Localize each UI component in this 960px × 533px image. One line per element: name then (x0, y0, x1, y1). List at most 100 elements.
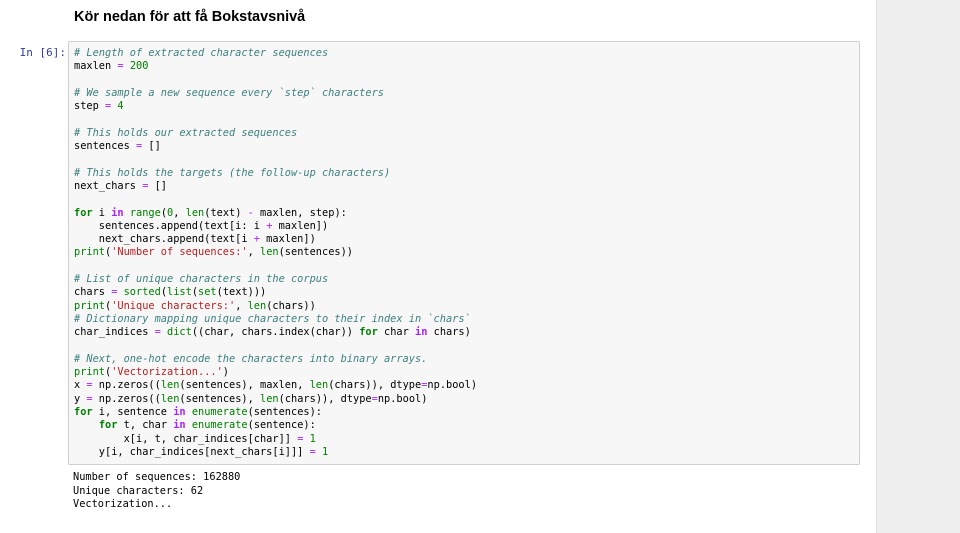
code-token: sentences (74, 140, 136, 153)
code-token: in (173, 419, 186, 432)
code-token: sorted (123, 286, 161, 299)
code-token: len (160, 392, 180, 405)
code-token: next_chars.append(text[i (74, 233, 254, 246)
code-token: , (247, 246, 260, 259)
code-token: - (247, 206, 254, 219)
output-line: Unique characters: 62 (73, 484, 204, 497)
code-token: = (86, 392, 93, 405)
code-line: maxlen = 200 (74, 60, 477, 73)
code-token: = (136, 140, 143, 153)
code-token: print (74, 299, 105, 312)
code-token: x (74, 379, 87, 392)
code-token: i (92, 206, 112, 219)
code-token: for (98, 419, 118, 432)
code-token: = (371, 392, 378, 405)
code-token: len (185, 206, 205, 219)
markdown-heading: Kör nedan för att få Bokstavsnivå (74, 9, 306, 25)
code-token: ( (160, 206, 168, 219)
code-token: 'Unique characters:' (111, 299, 236, 312)
code-token: i, sentence (92, 406, 174, 419)
code-line: for i, sentence in enumerate(sentences): (74, 406, 477, 419)
code-token: maxlen, step): (253, 206, 347, 219)
code-token: sentences.append(text[i: i (74, 219, 267, 232)
code-line: # Next, one-hot encode the characters in… (74, 353, 477, 366)
code-line: # Dictionary mapping unique characters t… (74, 313, 477, 326)
code-token: + (266, 219, 273, 232)
code-token: ( (160, 286, 168, 299)
code-token: = (111, 286, 118, 299)
code-line: for i in range(0, len(text) - maxlen, st… (74, 207, 477, 220)
code-token: # Length of extracted character sequence… (74, 47, 329, 59)
code-token: maxlen (74, 60, 118, 73)
code-line: chars = sorted(list(set(text))) (74, 286, 477, 299)
code-token: = (142, 179, 149, 192)
code-token: (text) (204, 206, 248, 219)
code-token: in (173, 406, 186, 419)
code-line: for t, char in enumerate(sentence): (74, 419, 477, 432)
code-cell-input[interactable]: # Length of extracted character sequence… (68, 41, 860, 465)
code-token: x[i, t, char_indices[char]] (74, 432, 298, 445)
code-token: list (167, 286, 192, 299)
code-token: enumerate (191, 406, 248, 419)
code-token: ( (105, 246, 112, 259)
code-line: # This holds our extracted sequences (74, 127, 477, 140)
code-token: # This holds the targets (the follow-up … (74, 166, 391, 179)
code-line: step = 4 (74, 100, 477, 113)
code-token: chars (74, 286, 112, 299)
code-token: t, char (117, 419, 174, 432)
code-token (74, 419, 99, 431)
code-token: for (74, 206, 93, 219)
code-token: print (74, 246, 105, 259)
code-editor[interactable]: # Length of extracted character sequence… (74, 47, 477, 459)
code-token: , (173, 206, 186, 219)
code-token: for (359, 326, 378, 339)
code-token: = (309, 445, 316, 458)
code-token: (sentences), maxlen, (179, 379, 310, 392)
code-token: len (260, 392, 279, 405)
code-token: + (253, 233, 260, 246)
code-token: y[i, char_indices[next_chars[i]]] (74, 445, 310, 458)
code-token: # Dictionary mapping unique characters t… (74, 312, 471, 325)
code-line: sentences = [] (74, 140, 477, 153)
code-line (74, 340, 477, 353)
code-token: = (105, 100, 112, 113)
code-line: x = np.zeros((len(sentences), maxlen, le… (74, 379, 477, 392)
code-line: next_chars.append(text[i + maxlen]) (74, 233, 477, 246)
code-token: np.bool) (377, 392, 428, 405)
code-token: 'Number of sequences:' (111, 246, 248, 259)
code-line (74, 113, 477, 126)
code-line: print('Unique characters:', len(chars)) (74, 300, 477, 313)
code-token: maxlen]) (259, 233, 316, 246)
code-token: ( (105, 366, 112, 379)
code-line: # List of unique characters in the corpu… (74, 273, 477, 286)
code-token: (chars)) (266, 299, 316, 312)
code-token: enumerate (191, 419, 248, 432)
code-token: ) (222, 366, 229, 379)
code-token: = (421, 379, 428, 392)
code-token: (sentences)) (278, 246, 354, 259)
code-line: y[i, char_indices[next_chars[i]]] = 1 (74, 446, 477, 459)
code-token: y (74, 392, 87, 405)
code-token: (chars)), dtype (328, 379, 422, 392)
code-line: # Length of extracted character sequence… (74, 47, 477, 60)
code-line: # This holds the targets (the follow-up … (74, 167, 477, 180)
code-token: 200 (129, 60, 149, 73)
code-token: np.zeros(( (92, 392, 161, 405)
code-token: # We sample a new sequence every `step` … (74, 86, 384, 99)
code-token: np.zeros(( (92, 379, 161, 392)
right-scroll-gutter (876, 0, 960, 533)
code-token: np.bool) (427, 379, 478, 392)
code-token: (sentence): (247, 419, 316, 432)
code-token: = (297, 432, 304, 445)
code-token: dict (167, 326, 192, 339)
code-line (74, 153, 477, 166)
code-token: 1 (321, 445, 329, 458)
code-token: len (309, 379, 329, 392)
code-token: len (247, 299, 267, 312)
code-token: in (415, 326, 428, 339)
output-line: Number of sequences: 162880 (73, 471, 241, 483)
code-token: # Next, one-hot encode the characters in… (74, 352, 428, 365)
code-token: len (260, 246, 279, 259)
code-line: char_indices = dict((char, chars.index(c… (74, 326, 477, 339)
code-line: sentences.append(text[i: i + maxlen]) (74, 220, 477, 233)
